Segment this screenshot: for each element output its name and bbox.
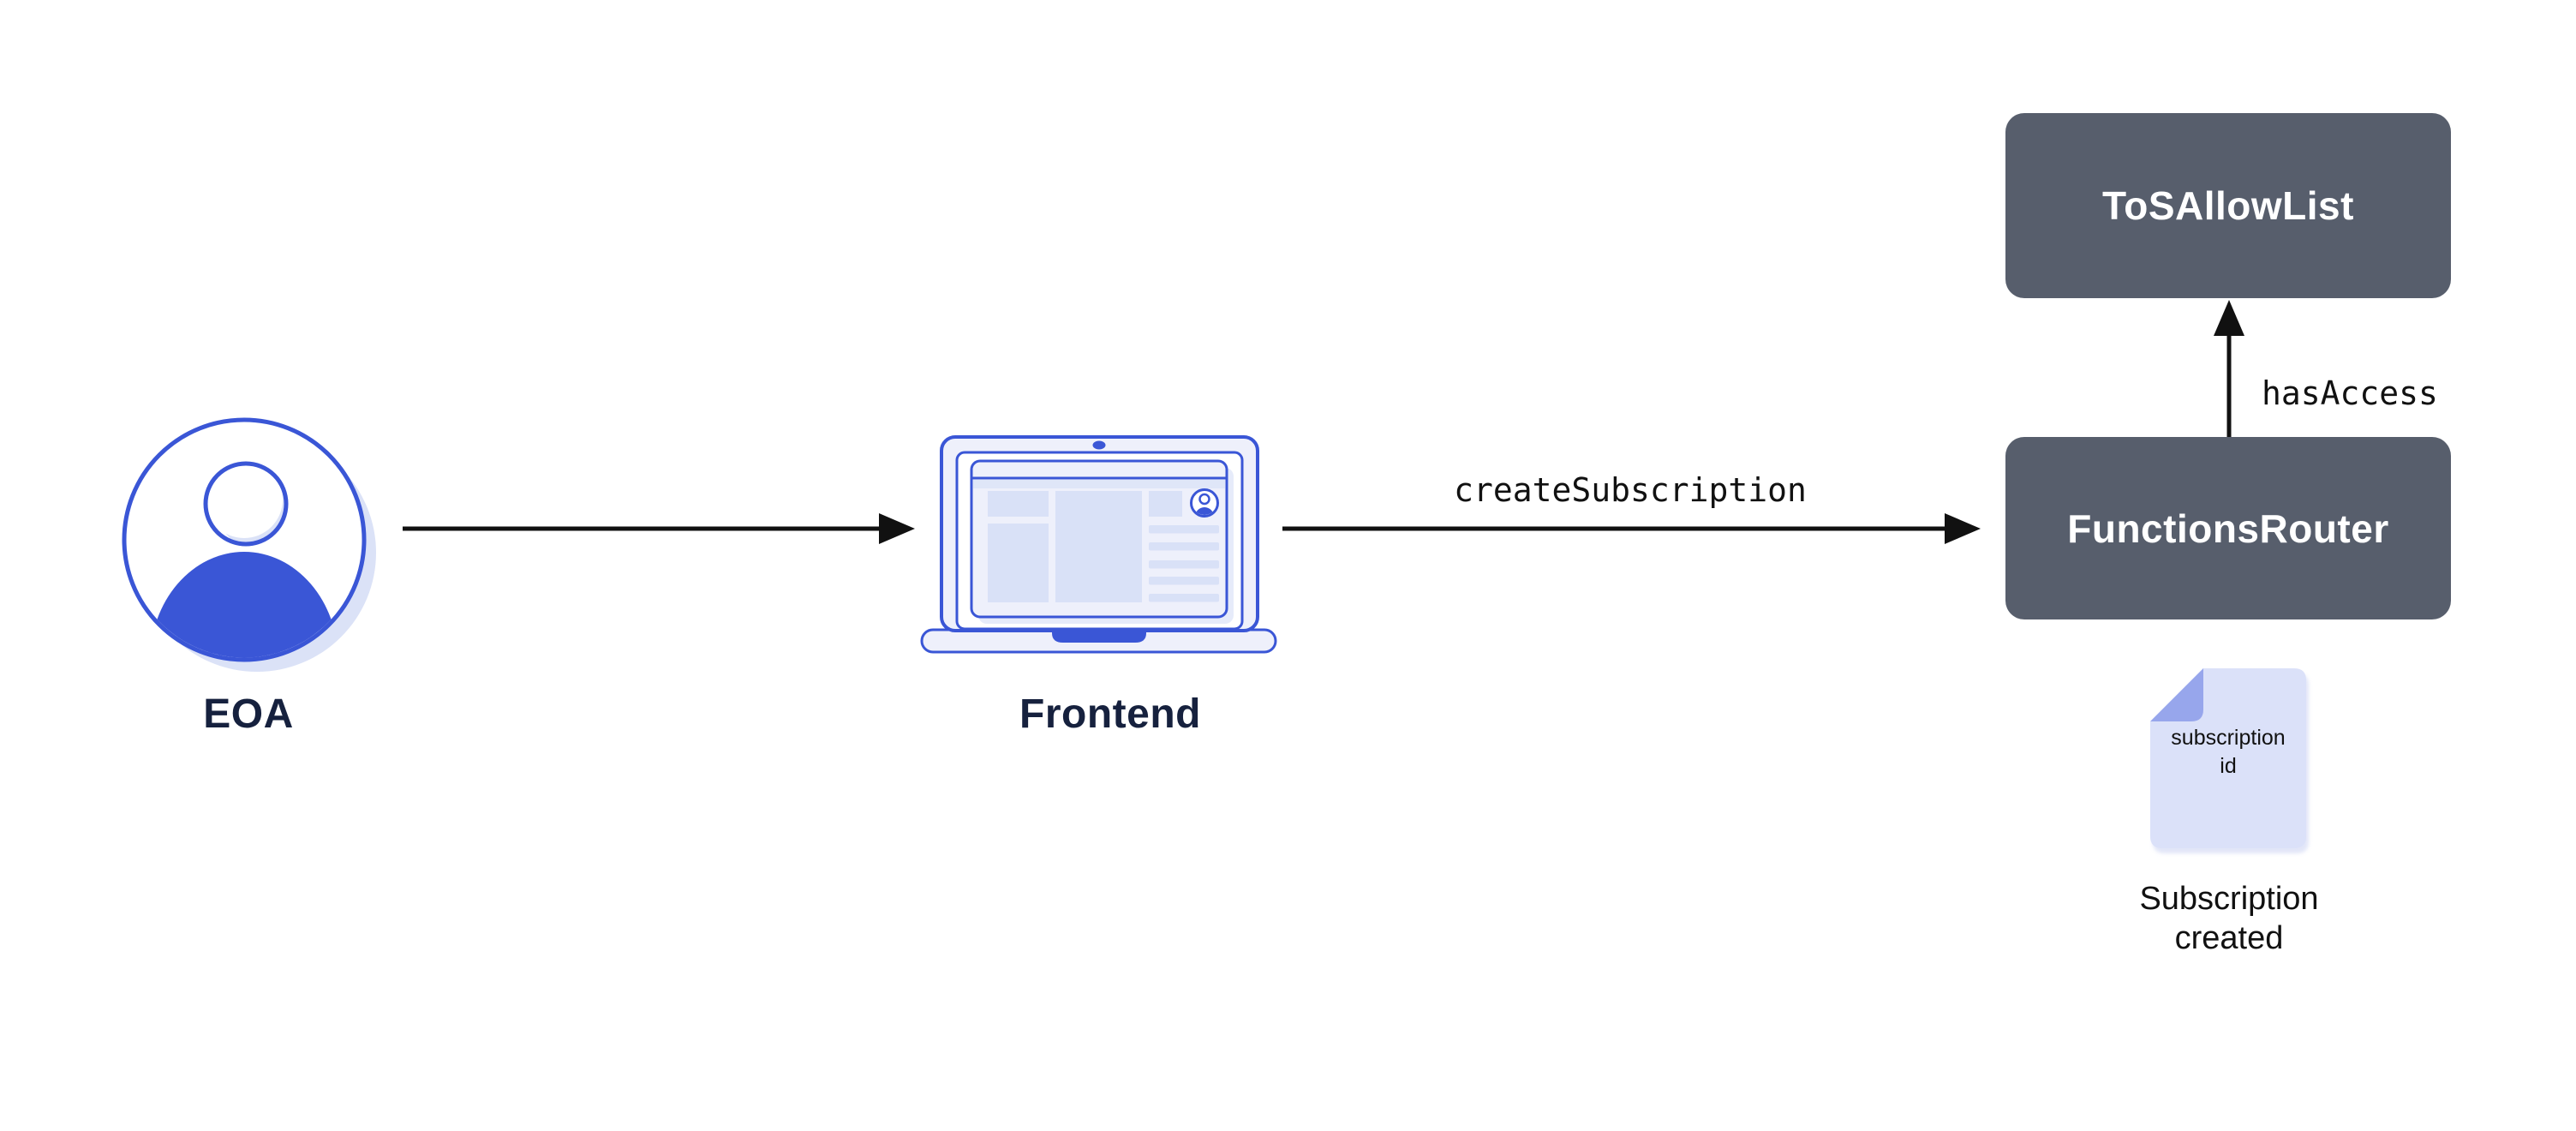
arrow-frontend-to-router <box>1282 513 1981 544</box>
document-icon <box>2150 668 2306 848</box>
functions-router-box: FunctionsRouter <box>2005 437 2451 619</box>
tos-allow-list-label: ToSAllowList <box>2102 183 2354 228</box>
document-text-line: subscription <box>2171 726 2286 750</box>
create-subscription-edge-label: createSubscription <box>1454 471 1807 509</box>
text-line-placeholder <box>1149 560 1219 569</box>
main-content-block <box>1055 491 1142 602</box>
document-fold-corner <box>2150 668 2203 721</box>
sidebar-block <box>988 524 1049 602</box>
laptop-notch <box>1052 631 1146 643</box>
text-line-placeholder <box>1149 577 1219 585</box>
frontend-label: Frontend <box>1019 691 1201 737</box>
avatar-shoulders <box>150 552 338 658</box>
laptop-icon <box>920 435 1277 654</box>
user-avatar-icon <box>122 417 376 672</box>
laptop-camera-dot <box>1092 440 1106 450</box>
arrow-router-to-tos <box>2214 300 2244 439</box>
text-line-placeholder <box>1149 594 1219 602</box>
document-text-line: id <box>2220 754 2237 778</box>
document-text: subscription id <box>2150 724 2306 781</box>
tos-allow-list-box: ToSAllowList <box>2005 113 2451 298</box>
sidebar-block <box>988 491 1049 517</box>
avatar-head <box>203 461 289 547</box>
caption-line: created <box>2174 920 2284 956</box>
text-line-placeholder <box>1149 542 1219 551</box>
eoa-label: EOA <box>203 691 294 737</box>
text-line-placeholder <box>1149 525 1219 534</box>
functions-router-label: FunctionsRouter <box>2067 506 2389 551</box>
caption-line: Subscription <box>2139 881 2319 917</box>
profile-avatar-icon <box>1190 488 1219 518</box>
right-column-block <box>1149 491 1182 517</box>
subscription-created-caption: Subscription created <box>2101 879 2358 958</box>
has-access-edge-label: hasAccess <box>2262 374 2438 412</box>
arrow-eoa-to-frontend <box>403 513 915 544</box>
